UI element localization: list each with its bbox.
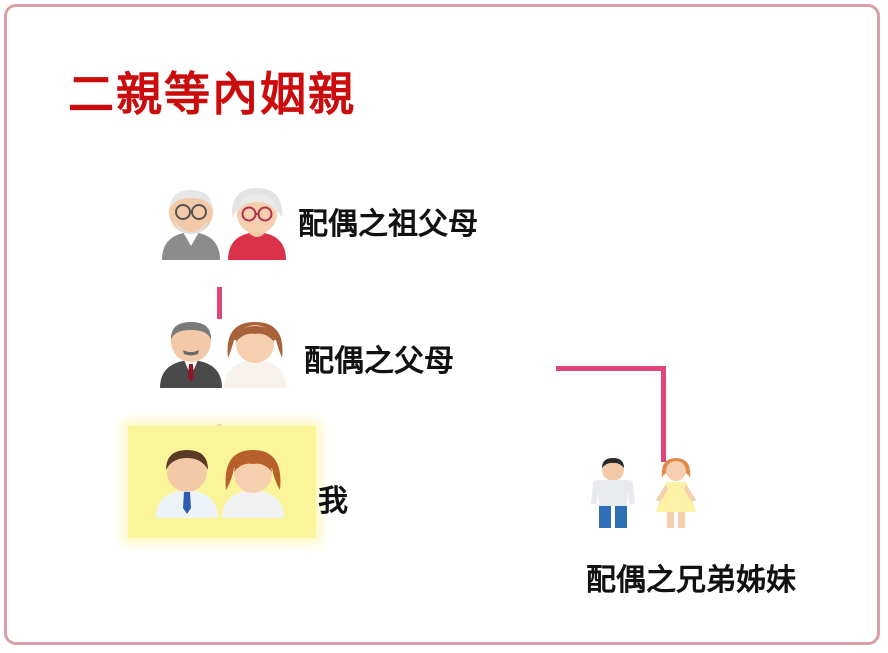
page-title: 二親等內姻親 [68,67,356,121]
connector-grandparents-parents [217,287,222,319]
grandmother-icon [222,184,292,260]
connector-parents-siblings-horizontal [556,366,666,371]
self-highlight [128,426,316,538]
man-icon [152,446,222,518]
woman-icon [218,446,288,518]
brother-icon [585,456,641,530]
slide-frame [4,4,880,645]
grandfather-icon [156,184,226,260]
connector-parents-siblings-vertical [661,366,666,462]
father-icon [156,318,226,388]
label-spouse-siblings: 配偶之兄弟姊妹 [586,563,796,598]
sister-icon [648,456,704,530]
label-spouse-grandparents: 配偶之祖父母 [298,207,478,242]
label-self: 我 [318,484,348,519]
mother-icon [220,318,290,388]
label-spouse-parents: 配偶之父母 [304,344,454,379]
